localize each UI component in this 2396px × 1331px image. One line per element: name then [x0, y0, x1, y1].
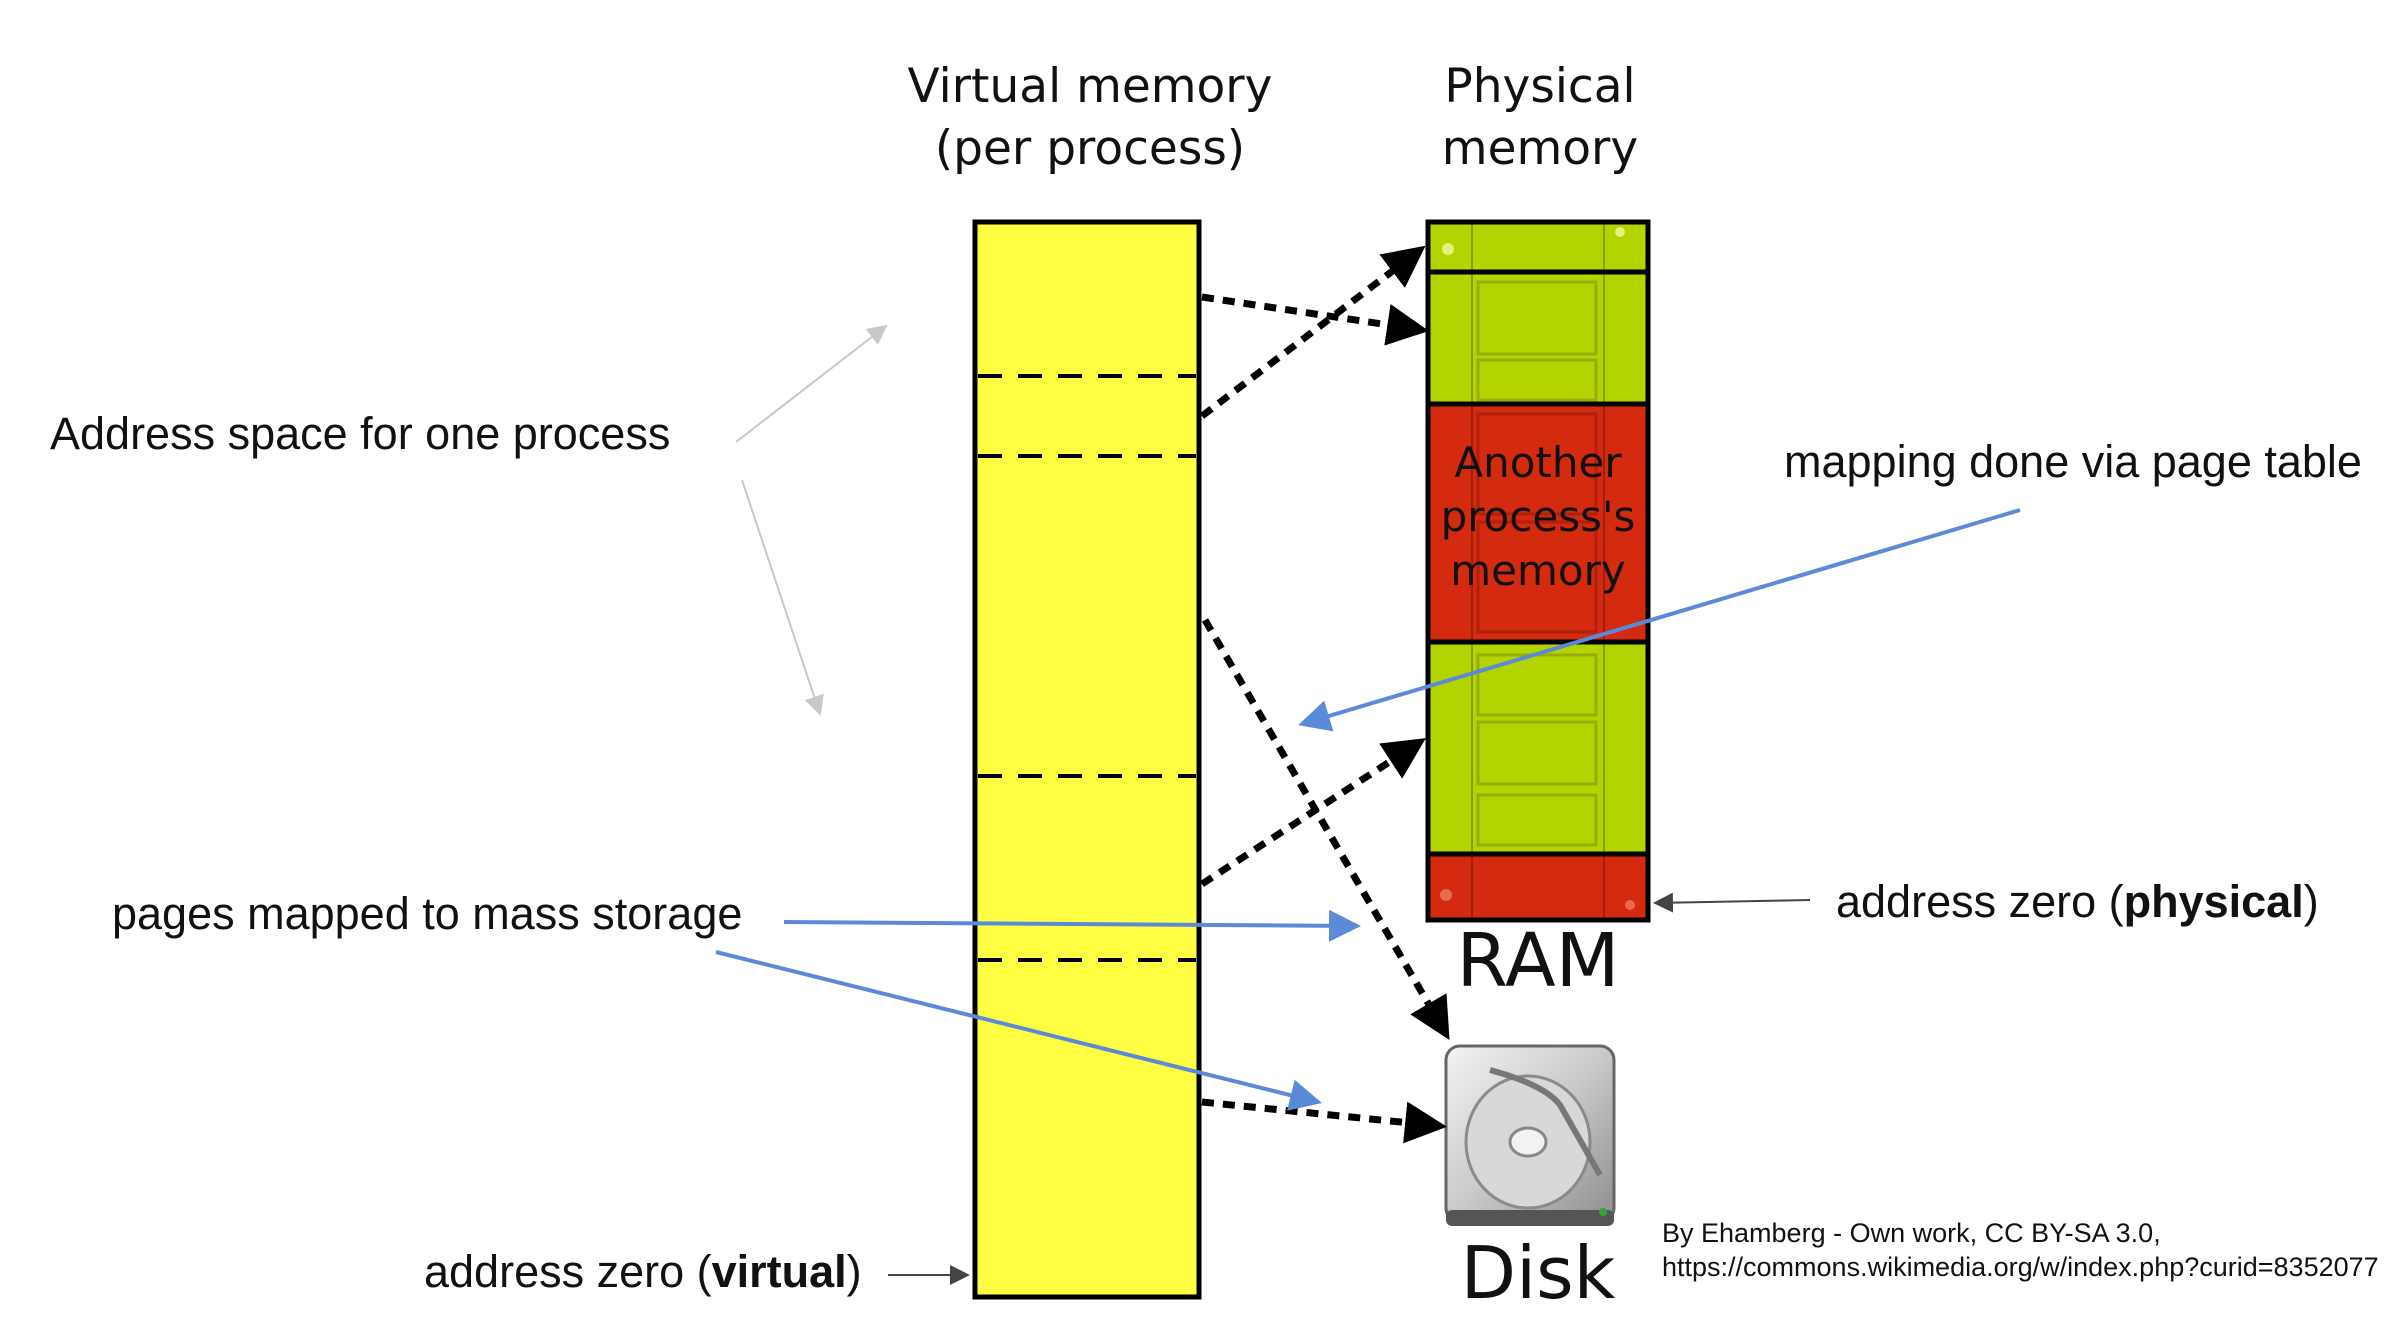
credit-line2: https://commons.wikimedia.org/w/index.ph… — [1662, 1252, 2379, 1282]
address-zero-virtual-bold: virtual — [711, 1246, 847, 1297]
ram-block-1 — [1428, 272, 1648, 404]
disk-caption: Disk — [1460, 1231, 1616, 1315]
page-mapping-arrows — [1199, 245, 1450, 1144]
ram-caption: RAM — [1456, 918, 1620, 1004]
address-space-label: Address space for one process — [50, 408, 671, 459]
address-zero-physical-label: address zero (physical) — [1836, 876, 2319, 928]
ram-block-bottom — [1428, 854, 1648, 920]
address-zero-pointers — [888, 892, 1811, 1285]
virtual-heading-line1: Virtual memory — [907, 59, 1273, 114]
ram-outline — [1425, 219, 1651, 923]
physical-memory-heading: Physical memory — [1340, 56, 1740, 180]
other-process-line3: memory — [1450, 546, 1626, 595]
address-zero-virtual-label: address zero (virtual) — [424, 1246, 862, 1298]
address-space-pointers — [735, 324, 888, 716]
address-zero-virtual-prefix: address zero ( — [424, 1246, 712, 1297]
hard-disk-icon — [1444, 1044, 1616, 1226]
ram-module — [1425, 219, 1651, 923]
address-zero-physical-bold: physical — [2123, 876, 2304, 927]
physical-heading-line2: memory — [1441, 121, 1639, 176]
other-process-line1: Another — [1454, 438, 1622, 487]
ram-block-top — [1428, 222, 1648, 272]
attribution-credit: By Ehamberg - Own work, CC BY-SA 3.0, ht… — [1662, 1216, 2379, 1284]
annotation-arrows — [715, 508, 2021, 1111]
virtual-heading-line2: (per process) — [934, 121, 1246, 176]
virtual-page-dividers — [978, 374, 1196, 962]
ram-block-2 — [1428, 642, 1648, 854]
virtual-memory-heading: Virtual memory (per process) — [860, 56, 1320, 180]
pages-mapped-label: pages mapped to mass storage — [112, 888, 743, 939]
credit-line1: By Ehamberg - Own work, CC BY-SA 3.0, — [1662, 1218, 2161, 1248]
physical-heading-line1: Physical — [1444, 59, 1636, 114]
virtual-memory-column — [972, 219, 1202, 1300]
address-zero-physical-suffix: ) — [2303, 876, 2319, 927]
address-zero-virtual-suffix: ) — [846, 1246, 862, 1297]
other-process-memory-label: Another process's memory — [1428, 436, 1648, 598]
address-zero-physical-prefix: address zero ( — [1836, 876, 2124, 927]
other-process-line2: process's — [1440, 492, 1636, 541]
mapping-label: mapping done via page table — [1784, 436, 2362, 487]
